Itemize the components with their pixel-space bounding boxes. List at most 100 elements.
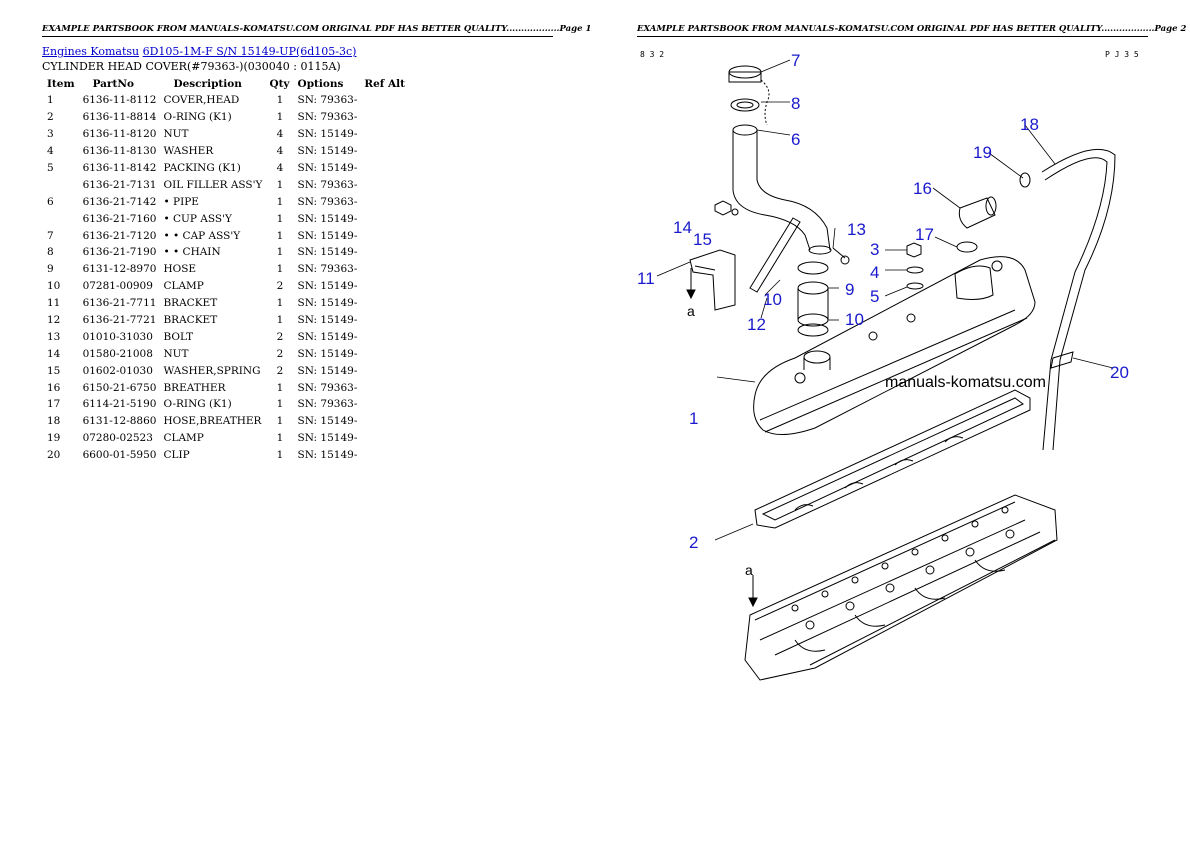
cell-refalt <box>360 193 409 210</box>
cell-partno: 6136-21-7142 <box>82 195 157 208</box>
col-partno-header: PartNo <box>92 78 134 90</box>
cell-description: PACKING (K1) <box>163 162 241 174</box>
leader-lines <box>656 59 1114 541</box>
cell-item: 10 <box>47 280 61 293</box>
cell-description: CLAMP <box>163 280 204 293</box>
cell-partno: 01580-21008 <box>82 347 153 360</box>
cell-partno: 6136-21-7160 <box>82 212 157 225</box>
cell-qty: 1 <box>276 246 284 259</box>
reference-label-a-lower: a <box>745 562 753 578</box>
cell-qty: 4 <box>276 162 284 174</box>
cell-options: SN: 15149- <box>297 449 358 462</box>
cell-item: 2 <box>47 111 54 124</box>
cell-description: BRACKET <box>163 314 218 327</box>
col-qty-header: Qty <box>269 78 290 90</box>
cell-item: 15 <box>47 364 61 377</box>
cell-description: • CUP ASS'Y <box>163 212 232 225</box>
page-1: EXAMPLE PARTSBOOK FROM MANUALS-KOMATSU.C… <box>42 24 591 462</box>
cell-options: SN: 15149- <box>297 415 358 428</box>
callout-4: 4 <box>870 263 879 282</box>
cell-item: 9 <box>47 263 54 276</box>
cell-partno: 6136-11-8814 <box>82 111 157 124</box>
cell-options: SN: 79363- <box>297 398 358 411</box>
cell-item: 3 <box>47 128 54 141</box>
cell-partno: 01010-31030 <box>82 330 153 343</box>
cell-options: SN: 79363- <box>297 195 358 208</box>
cell-partno: 6136-21-7721 <box>82 314 157 327</box>
cell-refalt <box>360 143 409 160</box>
page-header: EXAMPLE PARTSBOOK FROM MANUALS-KOMATSU.C… <box>42 24 591 37</box>
cell-item: 5 <box>47 162 54 174</box>
cell-item: 4 <box>47 145 54 158</box>
cell-refalt <box>360 430 409 447</box>
cell-qty: 4 <box>276 128 284 141</box>
cell-description: NUT <box>163 128 189 141</box>
callout-10b: 10 <box>845 310 864 329</box>
page-title: CYLINDER HEAD COVER(#79363-)(030040 : 01… <box>42 60 341 73</box>
callout-18: 18 <box>1020 115 1039 134</box>
breadcrumb-model-link[interactable]: 6D105-1M-F S/N 15149-UP(6d105-3c) <box>142 45 357 58</box>
cell-refalt <box>360 345 409 362</box>
cell-description: BREATHER <box>163 381 226 394</box>
cell-description: BOLT <box>163 330 194 343</box>
reference-label-a-upper: a <box>687 303 695 319</box>
cell-refalt <box>360 295 409 312</box>
cell-item: 13 <box>47 330 61 343</box>
cell-refalt <box>360 278 409 295</box>
cell-refalt <box>360 312 409 329</box>
callout-16: 16 <box>913 179 932 198</box>
cell-refalt <box>360 109 409 126</box>
page-header: EXAMPLE PARTSBOOK FROM MANUALS-KOMATSU.C… <box>637 24 1186 37</box>
cell-refalt <box>360 244 409 261</box>
cell-item: 18 <box>47 415 61 428</box>
cell-options: SN: 79363- <box>297 94 358 107</box>
callout-13: 13 <box>847 220 866 239</box>
cell-qty: 1 <box>276 297 284 310</box>
cell-description: WASHER,SPRING <box>163 364 261 377</box>
cell-description: CLAMP <box>163 432 204 445</box>
cell-options: SN: 15149- <box>297 128 358 141</box>
cell-description: BRACKET <box>163 297 218 310</box>
breadcrumb-engines-link[interactable]: Engines Komatsu <box>42 45 140 58</box>
page-2: EXAMPLE PARTSBOOK FROM MANUALS-KOMATSU.C… <box>595 0 1190 842</box>
cell-qty: 1 <box>276 178 284 191</box>
cell-item: 1 <box>47 94 54 107</box>
cell-description: O-RING (K1) <box>163 398 232 411</box>
cell-qty: 1 <box>276 195 284 208</box>
col-item-header: Item <box>47 78 75 90</box>
cell-qty: 1 <box>276 398 284 411</box>
cell-description: NUT <box>163 347 189 360</box>
cell-options: SN: 79363- <box>297 263 358 276</box>
cell-qty: 2 <box>276 280 284 293</box>
cell-item <box>43 176 79 193</box>
cell-refalt <box>360 328 409 345</box>
callout-3: 3 <box>870 240 879 259</box>
cell-description: WASHER <box>163 145 214 158</box>
callout-5: 5 <box>870 287 879 306</box>
table-header-row: Item PartNo Description Qty Options Ref … <box>43 76 409 92</box>
cell-partno: 6131-12-8970 <box>82 263 157 276</box>
callout-9: 9 <box>845 280 854 299</box>
cell-description: COVER,HEAD <box>163 94 240 107</box>
cell-refalt <box>360 413 409 430</box>
cell-refalt <box>360 160 409 177</box>
cell-options: SN: 15149- <box>297 297 358 310</box>
cell-options: SN: 79363- <box>297 111 358 124</box>
cell-description: • • CAP ASS'Y <box>163 229 241 242</box>
callout-15: 15 <box>693 230 712 249</box>
callout-11: 11 <box>637 269 655 288</box>
cell-qty: 1 <box>276 432 284 445</box>
diagram-drawing <box>686 65 1116 681</box>
